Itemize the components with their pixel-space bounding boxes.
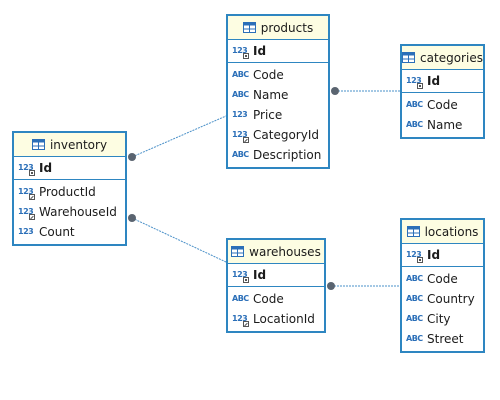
numeric-type-icon: 123 [18,226,34,236]
foreign-key-icon [29,193,35,200]
table-header[interactable]: locations [402,220,483,244]
column-row[interactable]: ABC City [402,309,483,329]
column-row[interactable]: ABC Code [402,95,483,115]
column-name: Id [253,268,267,282]
primary-key-column[interactable]: 123 Id [228,264,324,287]
text-type-icon: ABC [406,333,423,343]
foreign-key-icon [243,136,249,143]
primary-key-icon [29,169,35,176]
column-row[interactable]: 123 ProductId [14,182,125,202]
table-header[interactable]: warehouses [228,240,324,264]
link-products-categories-dot [331,87,339,95]
column-name: Description [253,148,322,162]
link-inventory-warehouses-dot [128,214,136,222]
column-row[interactable]: ABC Name [228,85,328,105]
column-name: Code [253,68,284,82]
column-row[interactable]: 123 LocationId [228,309,324,329]
text-type-icon: ABC [232,69,249,79]
numeric-type-icon: 123 [18,207,35,220]
column-name: Id [427,74,441,88]
link-warehouses-locations-dot [327,282,335,290]
column-name: Code [427,272,458,286]
primary-key-column[interactable]: 123 Id [14,157,125,180]
column-name: Code [253,292,284,306]
column-name: Id [253,44,267,58]
numeric-type-icon: 123 [232,314,249,327]
column-name: Code [427,98,458,112]
column-name: Country [427,292,475,306]
table-icon [231,246,245,257]
table-icon [31,139,45,150]
text-type-icon: ABC [232,293,249,303]
table-icon [242,22,256,33]
numeric-type-icon: 123 [232,46,249,59]
primary-key-column[interactable]: 123 Id [402,244,483,267]
column-name: Price [253,108,283,122]
text-type-icon: ABC [406,119,423,129]
column-name: Id [427,248,441,262]
numeric-type-icon: 123 [232,130,249,143]
text-type-icon: ABC [232,89,249,99]
table-name: inventory [49,137,108,152]
link-inventory-warehouses[interactable] [131,217,227,263]
column-name: City [427,312,451,326]
link-inventory-products[interactable] [131,115,227,158]
table-name: categories [420,50,483,65]
foreign-key-icon [243,320,249,327]
primary-key-icon [417,256,423,263]
table-icon [406,226,420,237]
column-name: Street [427,332,464,346]
column-name: ProductId [39,185,96,199]
text-type-icon: ABC [232,149,249,159]
column-row[interactable]: 123 Count [14,222,125,242]
text-type-icon: ABC [406,273,423,283]
numeric-type-icon: 123 [232,270,249,283]
table-header[interactable]: products [228,16,328,40]
column-row[interactable]: ABC Street [402,329,483,349]
column-name: Id [39,161,53,175]
primary-key-column[interactable]: 123 Id [402,70,483,93]
column-row[interactable]: 123 CategoryId [228,125,328,145]
column-name: CategoryId [253,128,319,142]
text-type-icon: ABC [406,293,423,303]
primary-key-icon [243,52,249,59]
table-name: warehouses [249,244,321,259]
column-name: WarehouseId [39,205,117,219]
primary-key-icon [243,276,249,283]
numeric-type-icon: 123 [18,163,35,176]
numeric-type-icon: 123 [18,187,35,200]
column-row[interactable]: ABC Country [402,289,483,309]
column-row[interactable]: ABC Name [402,115,483,135]
table-header[interactable]: inventory [14,133,125,157]
table-icon [402,52,416,63]
table-name: products [260,20,314,35]
text-type-icon: ABC [406,99,423,109]
column-row[interactable]: 123 Price [228,105,328,125]
primary-key-column[interactable]: 123 Id [228,40,328,63]
primary-key-icon [417,82,423,89]
column-name: Name [253,88,289,102]
text-type-icon: ABC [406,313,423,323]
column-name: Name [427,118,463,132]
link-inventory-products-dot [128,153,136,161]
column-row[interactable]: ABC Code [228,289,324,309]
column-row[interactable]: ABC Description [228,145,328,165]
numeric-type-icon: 123 [232,109,248,119]
table-header[interactable]: categories [402,46,483,70]
column-name: Count [39,225,75,239]
numeric-type-icon: 123 [406,250,423,263]
column-name: LocationId [253,312,315,326]
foreign-key-icon [29,213,35,220]
numeric-type-icon: 123 [406,76,423,89]
column-row[interactable]: ABC Code [402,269,483,289]
column-row[interactable]: ABC Code [228,65,328,85]
table-name: locations [424,224,479,239]
column-row[interactable]: 123 WarehouseId [14,202,125,222]
